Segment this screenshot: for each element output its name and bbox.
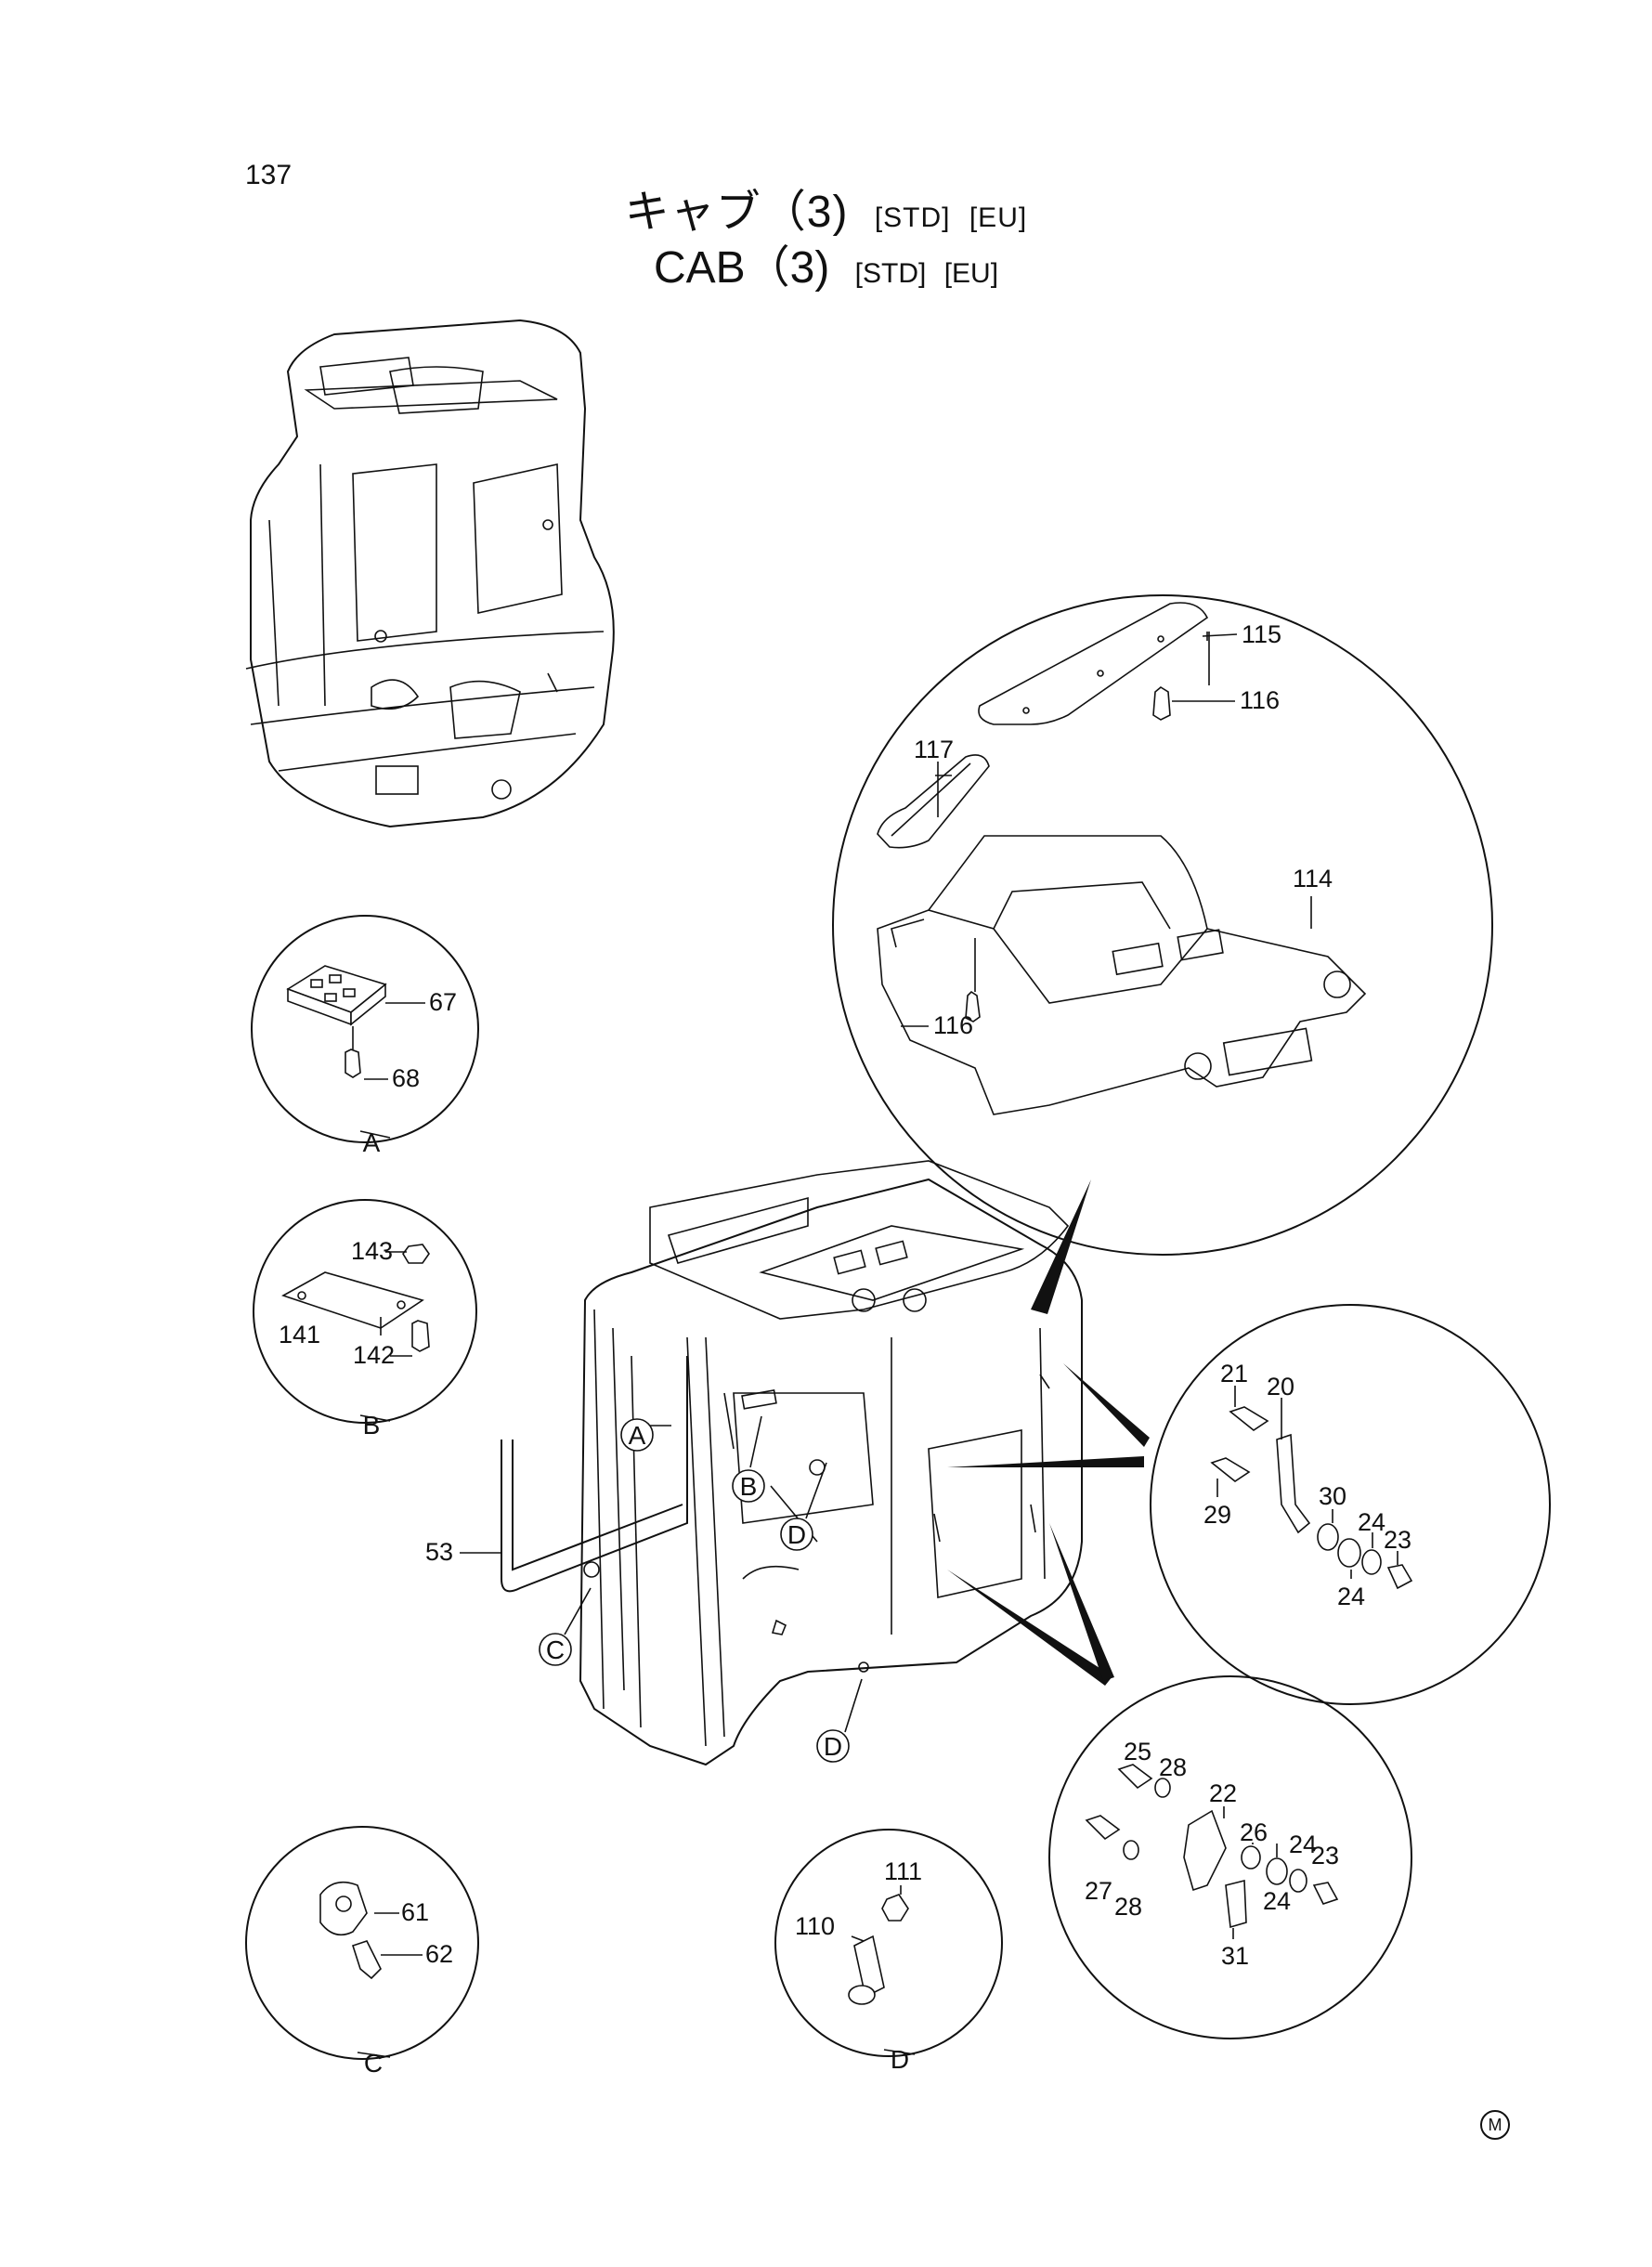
title-japanese: キャブ（3) [STD] [EU] — [0, 175, 1652, 240]
callout-116-lower: 116 — [933, 1011, 973, 1039]
callout-25: 25 — [1124, 1738, 1151, 1765]
marker-a — [620, 1418, 654, 1452]
reference-markers: A B D C D — [539, 1418, 850, 1763]
detail-d-view — [774, 1829, 1003, 2057]
tag-eu-2: [EU] — [943, 258, 999, 289]
callout-53: 53 — [425, 1538, 453, 1566]
marker-c — [539, 1633, 572, 1666]
overview-machine-illustration — [245, 319, 615, 828]
hinge-lower-detail-view — [1048, 1675, 1412, 2039]
callout-31: 31 — [1221, 1942, 1249, 1970]
callout-111: 111 — [884, 1857, 922, 1885]
callout-117: 117 — [914, 736, 954, 763]
callout-143: 143 — [351, 1237, 393, 1265]
tag-std-2: [STD] — [854, 258, 927, 289]
marker-d-letter: D — [787, 1520, 806, 1549]
marker-a-letter: A — [629, 1421, 646, 1450]
callout-62: 62 — [425, 1940, 453, 1968]
marker-d-upper — [780, 1518, 813, 1551]
callout-24-b: 24 — [1337, 1583, 1365, 1610]
callout-115: 115 — [1242, 620, 1281, 648]
title-english: CAB（3) [STD] [EU] — [0, 230, 1652, 295]
callout-142: 142 — [353, 1341, 395, 1369]
registered-mark-icon: M — [1480, 2110, 1510, 2140]
detail-a-label: A — [363, 1128, 381, 1157]
callout-28-a: 28 — [1159, 1753, 1187, 1781]
callout-114: 114 — [1293, 865, 1333, 892]
callout-141: 141 — [279, 1321, 320, 1348]
hinge-upper-detail-view — [1150, 1304, 1551, 1705]
part-callouts: 115 116 117 114 116 67 68 143 141 142 53… — [279, 620, 1411, 1970]
callout-leaders — [357, 633, 1398, 2058]
handrail-part-53 — [501, 1356, 688, 1593]
title-jp-text: キャブ（3) — [624, 188, 849, 237]
marker-d-lower — [816, 1729, 850, 1763]
detail-b-view — [253, 1199, 477, 1424]
callout-23-a: 23 — [1384, 1526, 1411, 1554]
callout-22: 22 — [1209, 1779, 1237, 1807]
detail-b-label: B — [363, 1411, 381, 1440]
detail-c-label: C — [364, 2049, 383, 2078]
callout-28-b: 28 — [1114, 1893, 1142, 1921]
marker-b — [732, 1469, 765, 1503]
callout-24-a: 24 — [1358, 1508, 1385, 1536]
marker-b-letter: B — [740, 1472, 758, 1501]
callout-29: 29 — [1203, 1501, 1231, 1529]
callout-27: 27 — [1085, 1877, 1112, 1905]
cab-main-assembly — [579, 1160, 1150, 1766]
callout-20: 20 — [1267, 1373, 1294, 1401]
tag-std: [STD] — [874, 202, 951, 233]
callout-21: 21 — [1220, 1360, 1248, 1388]
callout-116-upper: 116 — [1240, 686, 1280, 714]
callout-24-c: 24 — [1289, 1831, 1317, 1858]
detail-c-view — [245, 1826, 479, 2060]
detail-circle-labels: A B C D — [363, 1128, 909, 2078]
tag-eu: [EU] — [969, 202, 1028, 233]
page-number: 137 — [245, 160, 293, 190]
title-en-text: CAB（3) — [653, 243, 830, 293]
callout-26: 26 — [1240, 1818, 1268, 1846]
detail-a-view — [251, 915, 479, 1143]
roof-detail-view — [832, 594, 1493, 1314]
callout-24-d: 24 — [1263, 1887, 1291, 1915]
callout-67: 67 — [429, 988, 457, 1016]
callout-68: 68 — [392, 1064, 420, 1092]
detail-d-label: D — [891, 2045, 909, 2074]
marker-c-letter: C — [546, 1635, 565, 1664]
callout-30: 30 — [1319, 1482, 1346, 1510]
callout-23-b: 23 — [1311, 1842, 1339, 1870]
marker-d-letter-2: D — [824, 1732, 842, 1761]
callout-110: 110 — [795, 1912, 835, 1940]
callout-61: 61 — [401, 1898, 429, 1926]
